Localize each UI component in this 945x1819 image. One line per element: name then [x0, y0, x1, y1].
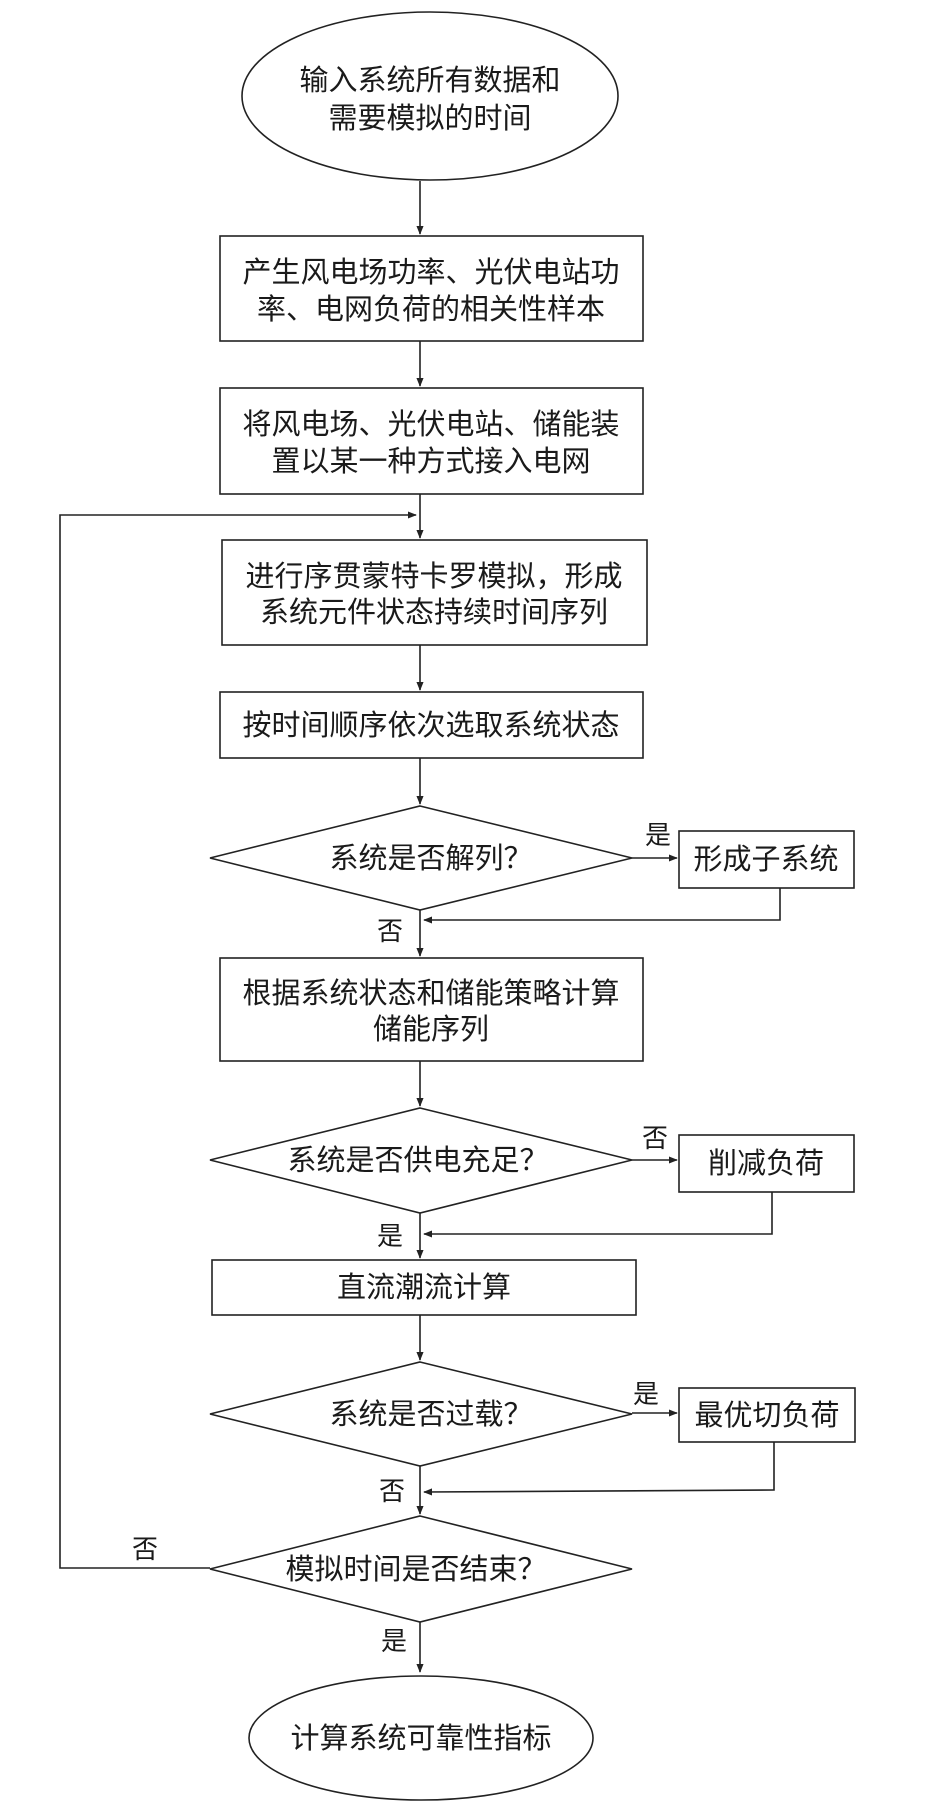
process-optimal-shed: 最优切负荷 — [678, 1387, 856, 1443]
supply-text: 系统是否供电充足？ — [287, 1143, 548, 1177]
samples-text-line1: 产生风电场功率、光伏电站功 — [242, 255, 619, 289]
cut-load-text: 削减负荷 — [708, 1146, 824, 1180]
process-generate-samples: 产生风电场功率、光伏电站功 率、电网负荷的相关性样本 — [219, 235, 644, 342]
decision-supply: 系统是否供电充足？ — [209, 1107, 633, 1214]
process-dc-flow: 直流潮流计算 — [211, 1259, 637, 1316]
process-cut-load: 削减负荷 — [678, 1134, 855, 1193]
split-no-label: 否 — [377, 917, 403, 947]
process-storage-sequence: 根据系统状态和储能策略计算 储能序列 — [219, 957, 644, 1062]
split-yes-label: 是 — [645, 821, 671, 851]
decision-end: 模拟时间是否结束？ — [209, 1515, 633, 1623]
end-yes-label: 是 — [381, 1627, 407, 1657]
samples-text-line2: 率、电网负荷的相关性样本 — [257, 292, 605, 326]
connect-text-line1: 将风电场、光伏电站、储能装 — [242, 407, 619, 441]
end-node: 计算系统可靠性指标 — [248, 1675, 594, 1801]
overload-no-label: 否 — [379, 1477, 405, 1507]
overload-text: 系统是否过载？ — [329, 1397, 532, 1431]
start-text-line1: 输入系统所有数据和 — [299, 63, 560, 97]
storage-text-line2: 储能序列 — [373, 1012, 489, 1046]
connect-text-line2: 置以某一种方式接入电网 — [271, 444, 590, 478]
connectors — [59, 181, 781, 1673]
end-decision-text: 模拟时间是否结束？ — [285, 1552, 546, 1586]
overload-yes-label: 是 — [633, 1380, 659, 1410]
subsystem-text: 形成子系统 — [693, 842, 838, 876]
process-connect-grid: 将风电场、光伏电站、储能装 置以某一种方式接入电网 — [219, 387, 644, 495]
optimal-shed-text: 最优切负荷 — [694, 1398, 839, 1432]
decision-overload: 系统是否过载？ — [209, 1361, 633, 1467]
start-node: 输入系统所有数据和 需要模拟的时间 — [241, 11, 619, 181]
arrow-cutload-return — [423, 1192, 773, 1238]
select-state-text: 按时间顺序依次选取系统状态 — [242, 708, 619, 742]
process-select-state: 按时间顺序依次选取系统状态 — [219, 691, 644, 759]
mc-text-line2: 系统元件状态持续时间序列 — [260, 595, 608, 629]
arrow-loop-back — [59, 511, 417, 1569]
supply-yes-label: 是 — [377, 1222, 403, 1252]
mc-text-line1: 进行序贯蒙特卡罗模拟，形成 — [245, 559, 622, 593]
process-form-subsystem: 形成子系统 — [678, 830, 855, 889]
process-monte-carlo: 进行序贯蒙特卡罗模拟，形成 系统元件状态持续时间序列 — [221, 539, 648, 646]
end-no-label: 否 — [132, 1535, 158, 1565]
end-text: 计算系统可靠性指标 — [290, 1721, 551, 1755]
split-text: 系统是否解列？ — [329, 841, 532, 875]
supply-no-label: 否 — [642, 1124, 668, 1154]
decision-split: 系统是否解列？ — [209, 805, 633, 911]
dc-flow-text: 直流潮流计算 — [337, 1270, 511, 1304]
arrow-subsystem-return — [423, 888, 781, 924]
arrow-shed-return — [423, 1442, 775, 1496]
storage-text-line1: 根据系统状态和储能策略计算 — [242, 976, 619, 1010]
start-text-line2: 需要模拟的时间 — [328, 101, 531, 135]
